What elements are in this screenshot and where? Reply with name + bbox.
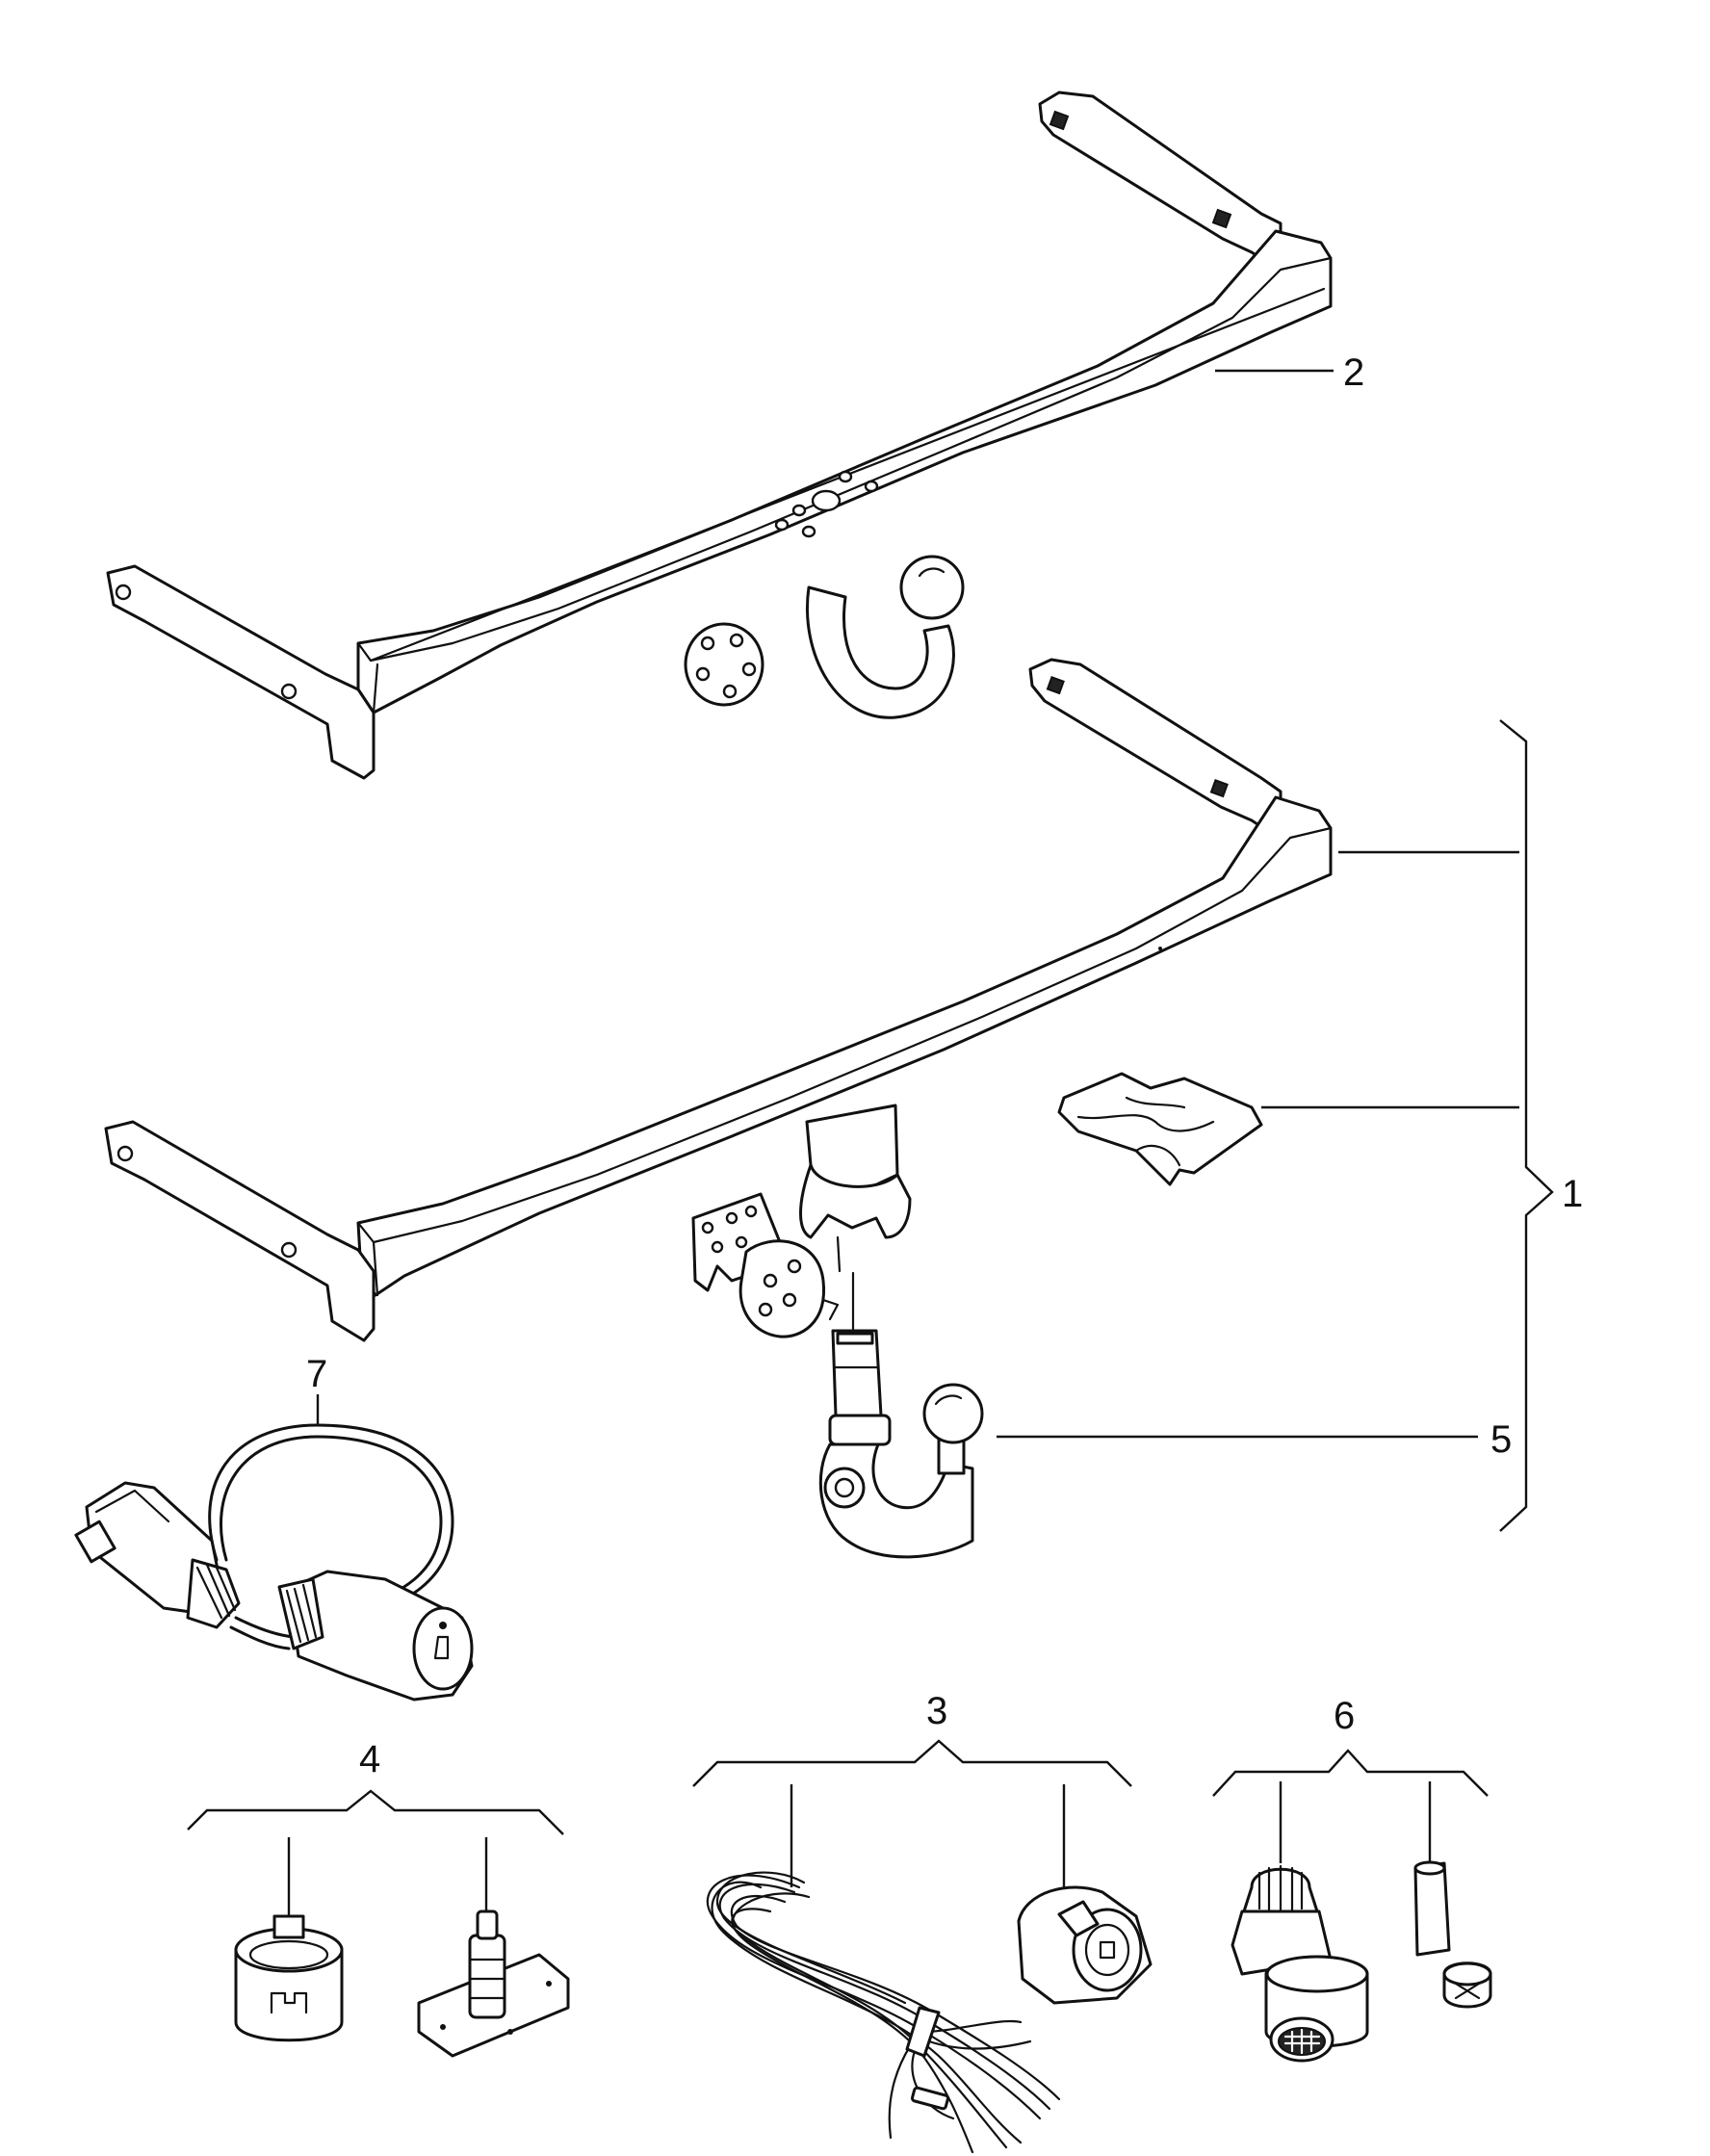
part-3-group: 3 (692, 1690, 1153, 2154)
callout-4-label: 4 (359, 1738, 380, 1780)
callout-5-label: 5 (1490, 1418, 1512, 1461)
callout-1-label: 1 (1562, 1173, 1583, 1215)
callout-1-group: 1 (1261, 719, 1583, 1532)
detachable-tow-ball (818, 1271, 984, 1559)
part-6-group: 6 (1212, 1695, 1492, 2063)
callout-2-label: 2 (1343, 351, 1364, 394)
callout-7-label: 7 (306, 1353, 327, 1395)
part-4-group: 4 (187, 1738, 570, 2058)
callout-3-label: 3 (926, 1690, 947, 1732)
callout-5: 5 (997, 1418, 1512, 1461)
tow-bar-upper (106, 91, 1333, 780)
callout-2: 2 (1215, 351, 1364, 394)
callout-6-label: 6 (1334, 1695, 1355, 1737)
adapter-cable: 7 (74, 1353, 474, 1701)
tow-bar-lower (104, 658, 1333, 1342)
glove-bag (1057, 1072, 1263, 1186)
